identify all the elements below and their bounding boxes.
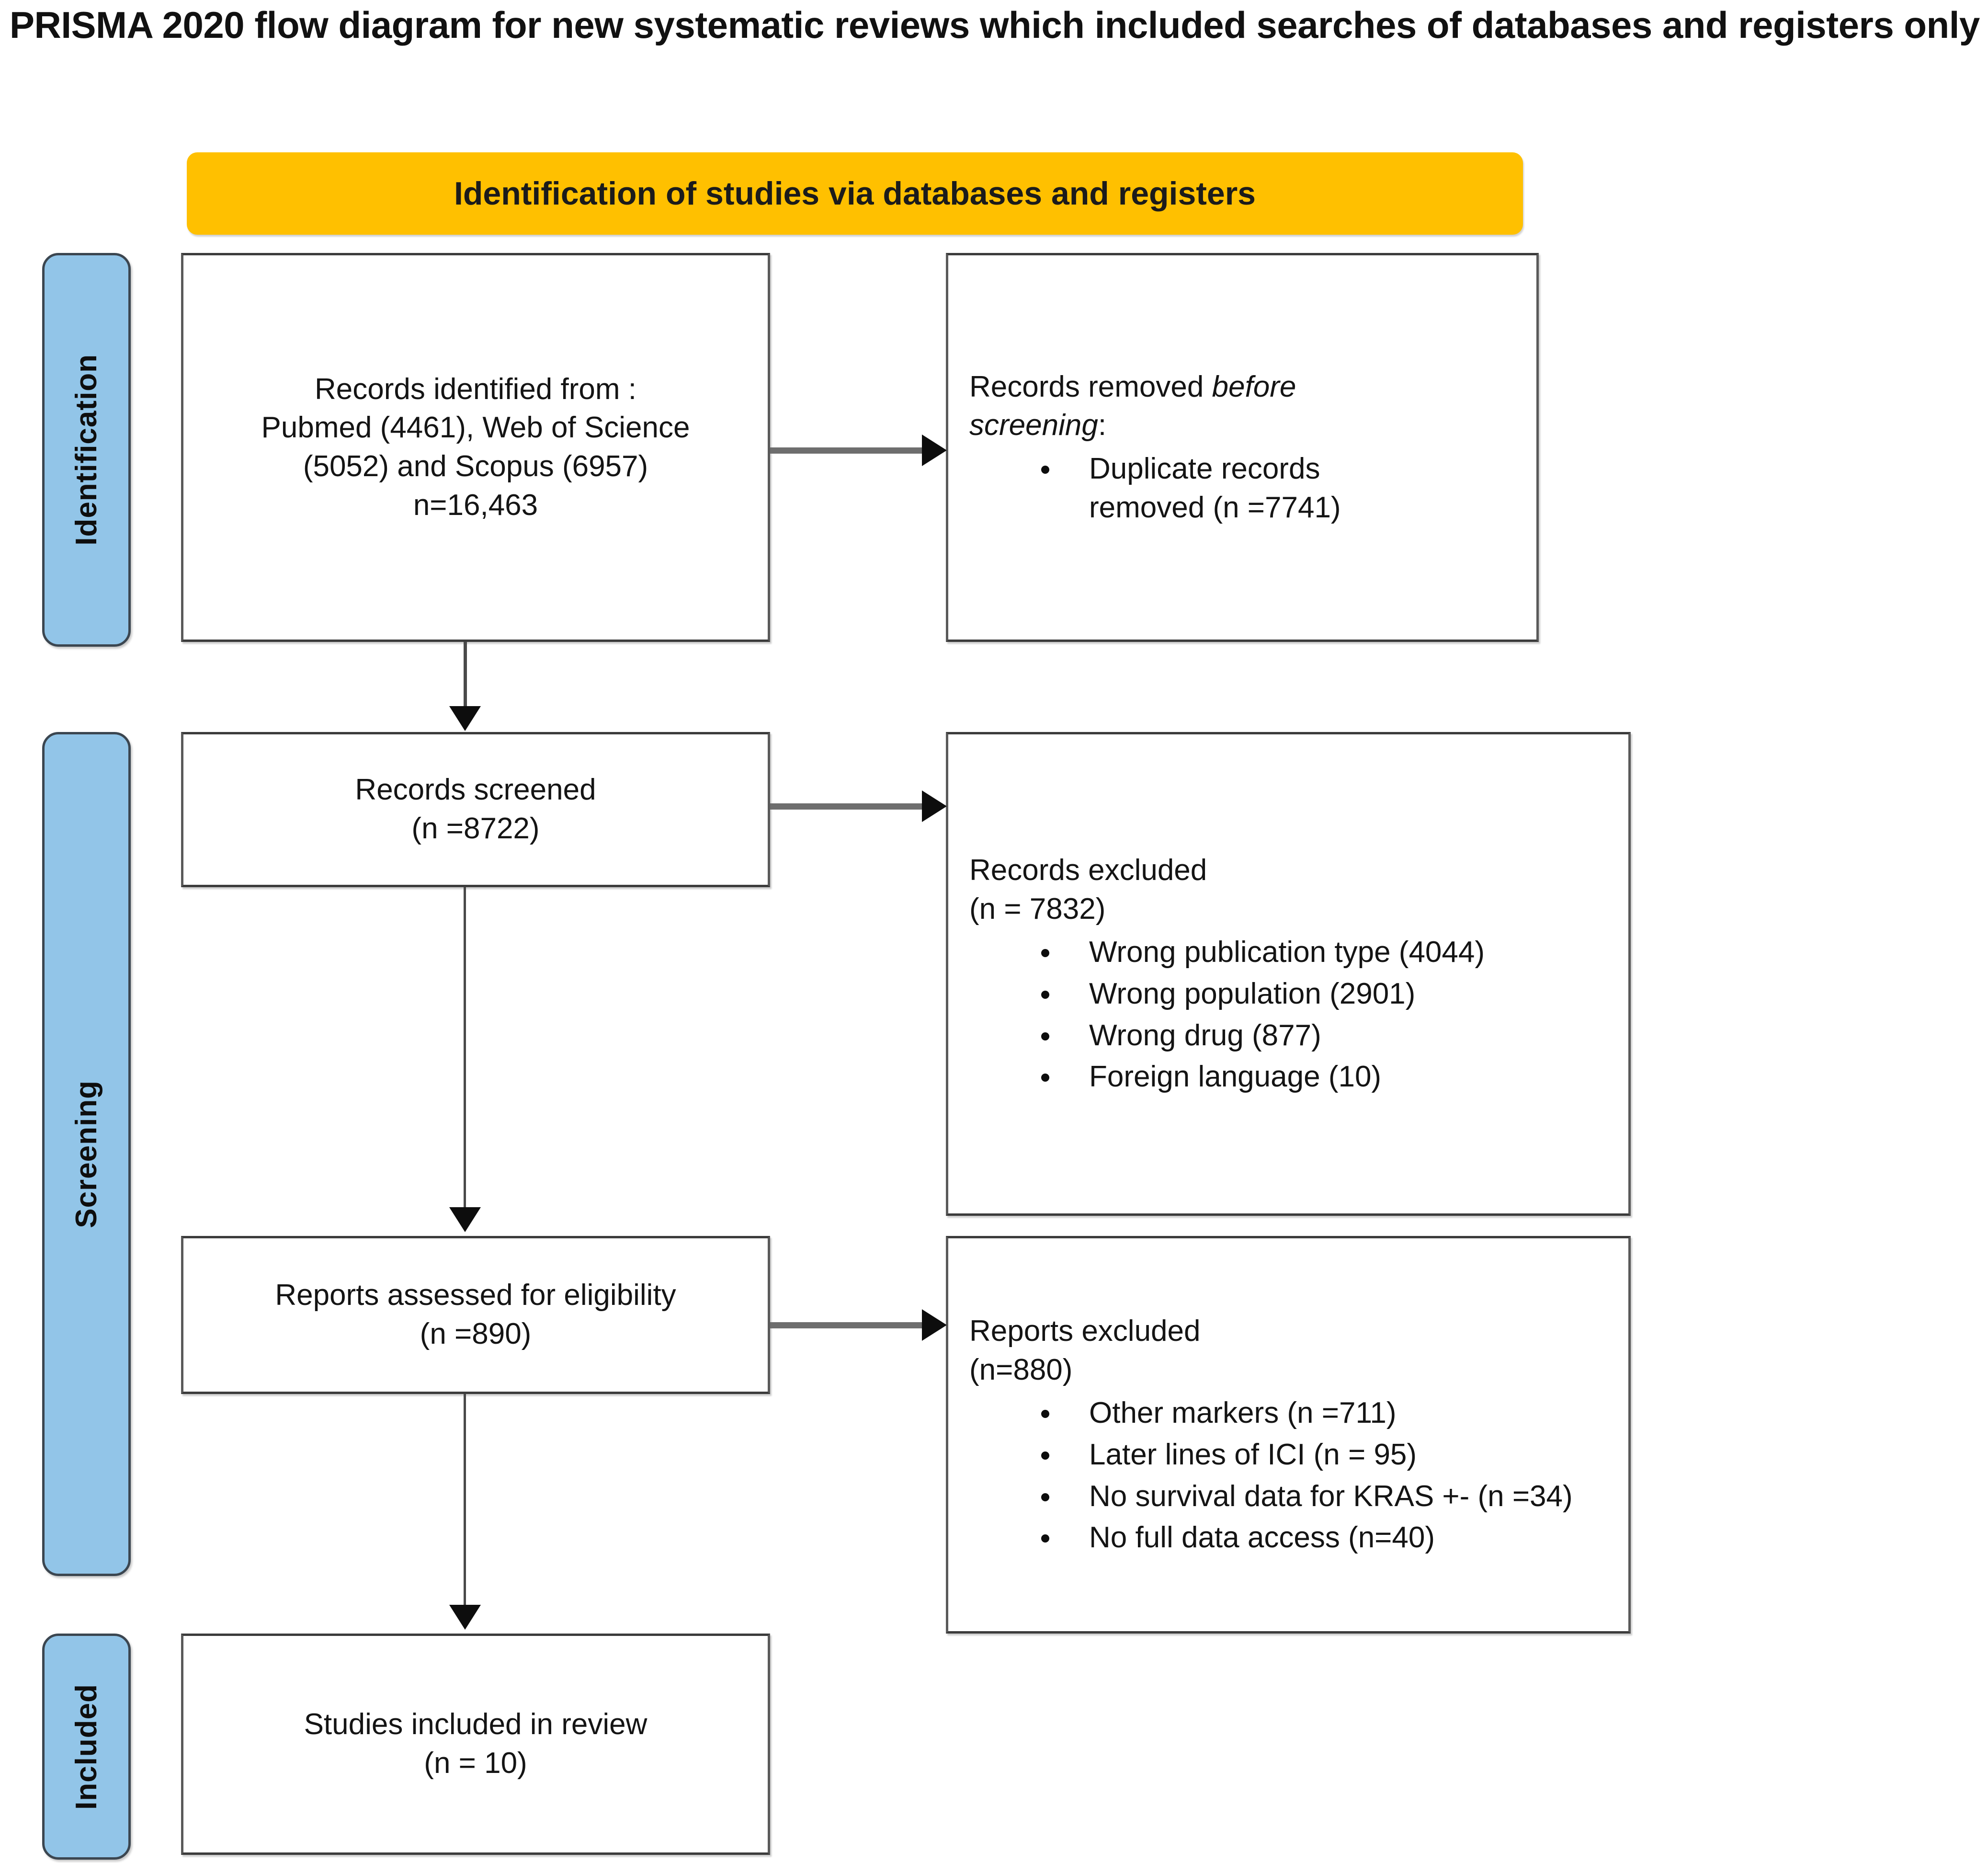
records-removed-heading-italic-2: screening — [969, 409, 1098, 442]
records-removed-heading-prefix: Records removed — [969, 370, 1212, 403]
studies-included-line-2: (n = 10) — [424, 1747, 527, 1780]
page-title: PRISMA 2020 flow diagram for new systema… — [10, 4, 1980, 46]
box-records-excluded: Records excluded (n = 7832) Wrong public… — [946, 732, 1631, 1216]
stage-label-included: Included — [42, 1634, 131, 1860]
box-records-screened: Records screened (n =8722) — [181, 732, 770, 887]
studies-included-line-1: Studies included in review — [304, 1708, 648, 1741]
records-excluded-bullet-2: Wrong drug (877) — [1089, 1018, 1321, 1052]
list-item: No full data access (n=40) — [969, 1519, 1607, 1557]
reports-excluded-line-1: Reports excluded — [969, 1314, 1201, 1348]
reports-excluded-line-2: (n=880) — [969, 1353, 1073, 1386]
connector-line — [464, 1394, 466, 1606]
connector-line — [464, 642, 467, 708]
eligibility-line-2: (n =890) — [420, 1317, 532, 1350]
connector-line — [770, 803, 923, 810]
eligibility-line-1: Reports assessed for eligibility — [275, 1279, 676, 1312]
connector-line — [770, 447, 923, 454]
box-reports-assessed-eligibility: Reports assessed for eligibility (n =890… — [181, 1236, 770, 1394]
records-removed-heading-suffix: : — [1098, 409, 1107, 442]
stage-label-screening-text: Screening — [70, 1080, 103, 1228]
reports-excluded-bullet-2: No survival data for KRAS +- (n =34) — [1089, 1479, 1573, 1513]
connector-line — [770, 1322, 923, 1328]
records-excluded-bullet-list: Wrong publication type (4044) Wrong popu… — [969, 930, 1607, 1096]
box-reports-excluded: Reports excluded (n=880) Other markers (… — [946, 1236, 1631, 1634]
list-item: Wrong population (2901) — [969, 975, 1607, 1014]
list-item: No survival data for KRAS +- (n =34) — [969, 1477, 1607, 1516]
records-removed-bullet-list: Duplicate records removed (n =7741) — [969, 447, 1515, 527]
identification-banner: Identification of studies via databases … — [187, 152, 1523, 235]
records-screened-line-2: (n =8722) — [411, 812, 540, 845]
records-screened-line-1: Records screened — [355, 773, 596, 807]
arrow-right-icon — [922, 1309, 947, 1341]
reports-excluded-bullet-3: No full data access (n=40) — [1089, 1521, 1435, 1554]
box-studies-included: Studies included in review (n = 10) — [181, 1634, 770, 1855]
list-item: Wrong publication type (4044) — [969, 933, 1607, 972]
list-item: Foreign language (10) — [969, 1058, 1607, 1097]
arrow-right-icon — [922, 434, 947, 466]
stage-label-identification-text: Identification — [70, 354, 103, 546]
records-identified-line-3: (5052) and Scopus (6957) — [303, 450, 648, 483]
records-removed-heading-italic: before — [1212, 370, 1296, 403]
records-excluded-line-1: Records excluded — [969, 854, 1207, 887]
records-excluded-bullet-3: Foreign language (10) — [1089, 1060, 1382, 1094]
arrow-down-icon — [449, 706, 481, 731]
box-records-removed: Records removed before screening: Duplic… — [946, 253, 1539, 642]
records-identified-total: n=16,463 — [413, 488, 538, 522]
reports-excluded-bullet-0: Other markers (n =711) — [1089, 1396, 1397, 1430]
arrow-down-icon — [449, 1605, 481, 1630]
box-records-identified: Records identified from : Pubmed (4461),… — [181, 253, 770, 642]
list-item: Other markers (n =711) — [969, 1394, 1607, 1433]
stage-label-screening: Screening — [42, 732, 131, 1576]
records-excluded-bullet-0: Wrong publication type (4044) — [1089, 936, 1485, 969]
stage-label-included-text: Included — [70, 1683, 103, 1810]
list-item: Later lines of ICI (n = 95) — [969, 1436, 1607, 1474]
stage-label-identification: Identification — [42, 253, 131, 647]
list-item: Duplicate records removed (n =7741) — [969, 450, 1515, 527]
connector-line — [464, 887, 466, 1208]
records-removed-heading-2: screening: — [969, 406, 1515, 445]
records-removed-heading: Records removed before — [969, 368, 1515, 407]
identification-banner-label: Identification of studies via databases … — [454, 175, 1256, 212]
arrow-down-icon — [449, 1207, 481, 1232]
records-excluded-bullet-1: Wrong population (2901) — [1089, 977, 1416, 1010]
reports-excluded-bullet-1: Later lines of ICI (n = 95) — [1089, 1438, 1417, 1471]
records-identified-line-2: Pubmed (4461), Web of Science — [261, 411, 690, 445]
records-identified-line-1: Records identified from : — [315, 372, 636, 406]
reports-excluded-bullet-list: Other markers (n =711) Later lines of IC… — [969, 1391, 1607, 1557]
records-removed-bullet-0: Duplicate records removed (n =7741) — [1089, 452, 1341, 524]
records-excluded-line-2: (n = 7832) — [969, 892, 1106, 926]
arrow-right-icon — [922, 790, 947, 822]
list-item: Wrong drug (877) — [969, 1017, 1607, 1055]
